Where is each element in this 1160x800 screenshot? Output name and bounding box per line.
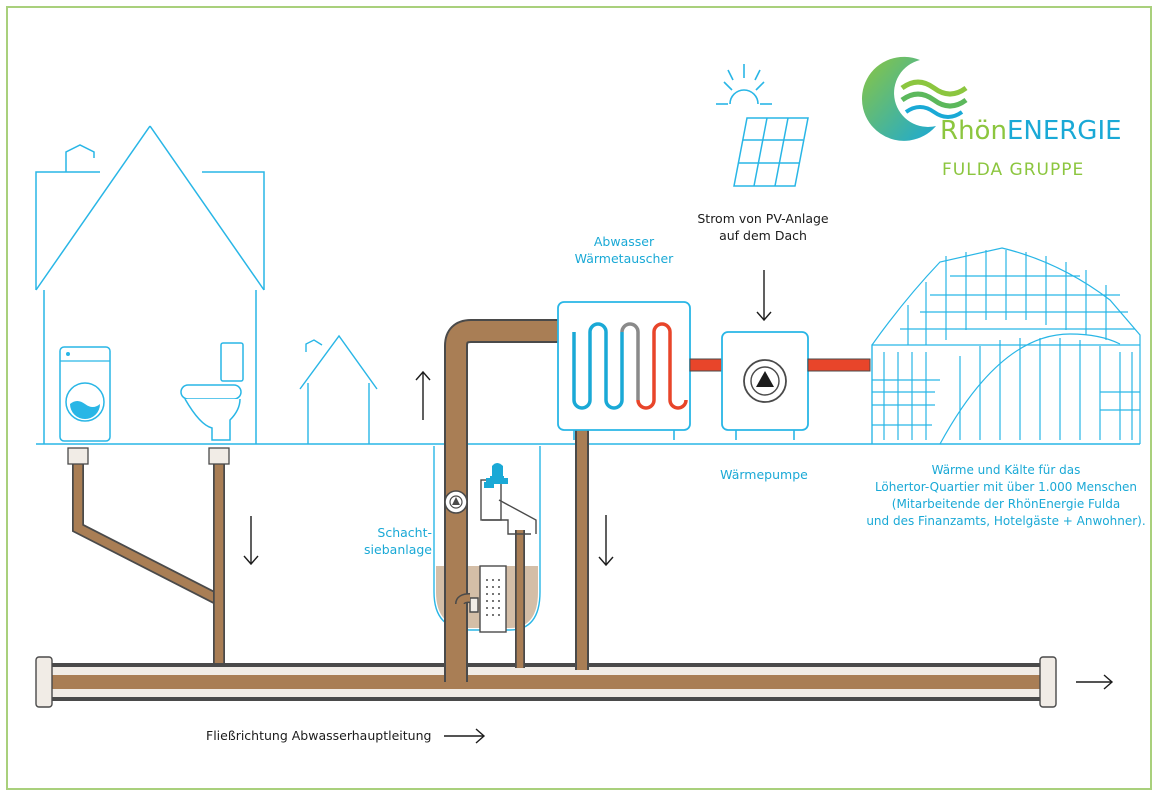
district-label: Wärme und Kälte für das Löhertor-Quartie…: [862, 462, 1150, 530]
image-frame: [6, 6, 1152, 790]
small-house-icon: [299, 334, 378, 444]
down-arrow-icon: [756, 270, 772, 322]
supply-pipe: [444, 319, 560, 682]
solar-panel-icon: [733, 117, 809, 187]
pv-label: Strom von PV-Anlage auf dem Dach: [688, 210, 838, 244]
heat-exchanger-label-line: Abwasser: [593, 234, 655, 249]
down-arrow-icon: [598, 515, 614, 567]
down-arrow-icon: [243, 516, 259, 566]
district-label-line: Löhertor-Quartier mit über 1.000 Mensche…: [874, 480, 1138, 494]
house-icon: [35, 125, 265, 444]
pv-label-line: Strom von PV-Anlage: [697, 211, 829, 226]
screen-filter-label-line: Schacht-: [377, 525, 432, 540]
heat-exchanger-label: Abwasser Wärmetauscher: [558, 233, 690, 267]
pv-label-line: auf dem Dach: [719, 228, 807, 243]
pump-icon: [444, 490, 468, 514]
screen-filter-label-line: siebanlage: [364, 542, 432, 557]
washing-machine-icon: [59, 346, 111, 442]
flow-direction-label: Fließrichtung Abwasserhauptleitung: [206, 728, 432, 743]
screen-filter-icon: [455, 479, 537, 633]
hot-pipe: [807, 358, 871, 372]
rhoenenergie-logo-icon: [861, 56, 968, 141]
office-building-icon: [871, 247, 1141, 445]
logo-subtitle: FULDA GRUPPE: [942, 160, 1085, 180]
up-arrow-icon: [415, 370, 431, 420]
heat-pump-icon: [721, 331, 809, 440]
heat-exchanger-label-line: Wärmetauscher: [574, 251, 674, 266]
district-label-line: (Mitarbeitende der RhönEnergie Fulda: [891, 497, 1121, 511]
toilet-icon: [180, 342, 244, 441]
logo-wordmark: RhönENERGIE: [940, 114, 1122, 148]
logo-name-suffix: ENERGIE: [1006, 116, 1122, 146]
flow-arrow-icon: [444, 728, 486, 744]
hot-pipe: [689, 358, 725, 372]
main-sewer-pipe: [35, 656, 1057, 708]
heat-exchanger-icon: [557, 301, 691, 440]
district-label-line: Wärme und Kälte für das: [931, 463, 1081, 477]
sun-icon: [716, 64, 772, 105]
screen-filter-label: Schacht- siebanlage: [346, 524, 432, 558]
heat-pump-label: Wärmepumpe: [720, 467, 808, 482]
filter-motor-icon: [484, 463, 508, 488]
house-drain-pipes: [67, 447, 230, 668]
district-label-line: und des Finanzamts, Hotelgäste + Anwohne…: [866, 514, 1146, 528]
logo-name-prefix: Rhön: [940, 116, 1007, 146]
outflow-arrow-icon: [1076, 674, 1114, 690]
